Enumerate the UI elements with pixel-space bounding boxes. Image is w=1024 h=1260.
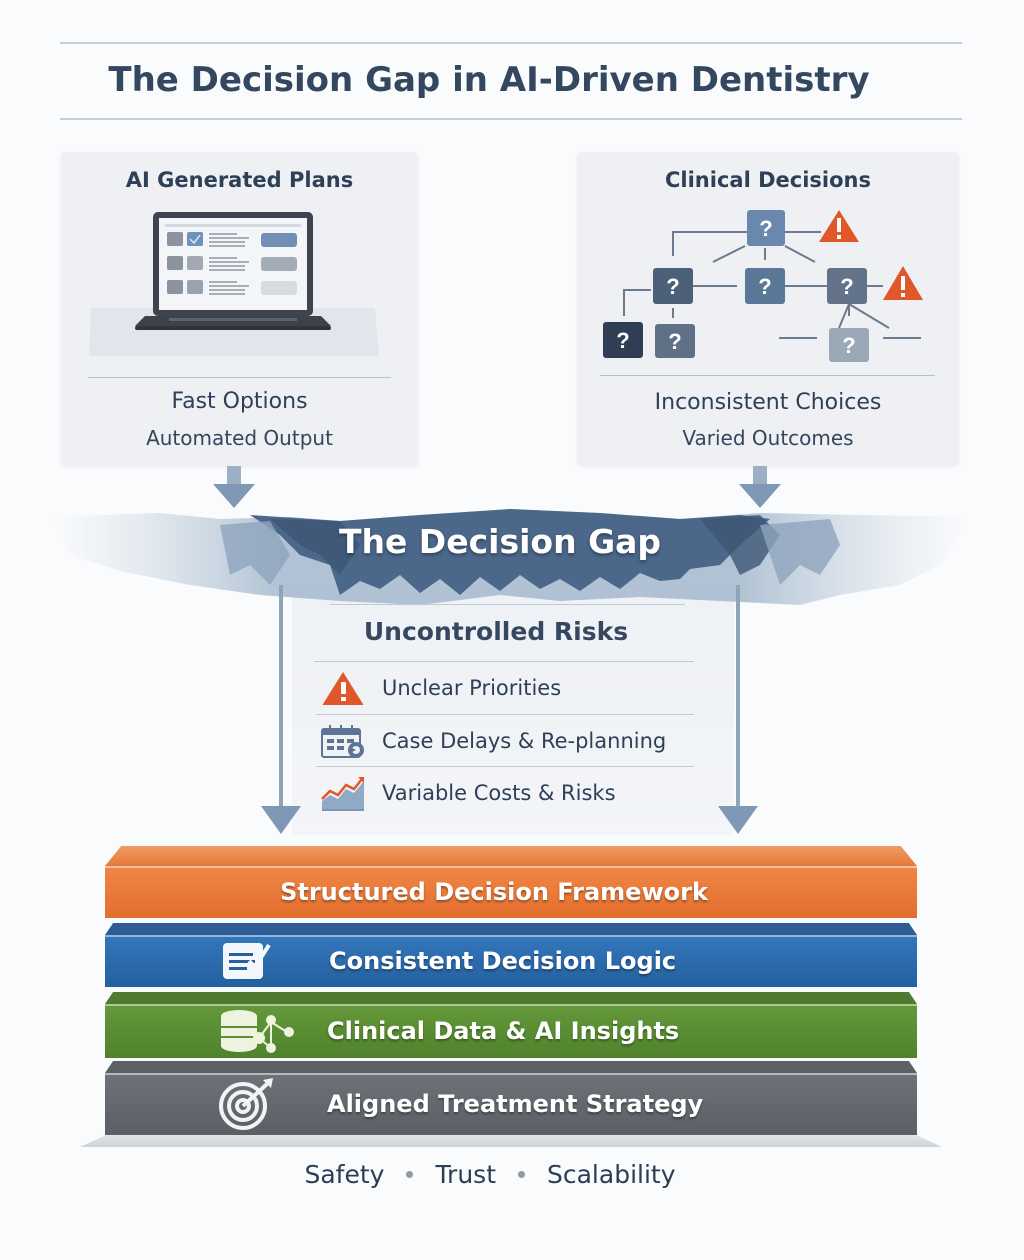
card-divider — [600, 375, 935, 376]
right-flow-line — [736, 585, 740, 810]
risk-label: Unclear Priorities — [382, 676, 562, 700]
rising-chart-icon — [320, 775, 366, 811]
svg-text:?: ? — [759, 216, 772, 241]
values-footer: Safety Trust Scalability — [300, 1160, 680, 1189]
layer-label: Clinical Data & AI Insights — [327, 1017, 680, 1045]
card-heading: Fast Options — [171, 389, 308, 414]
risk-label: Variable Costs & Risks — [382, 781, 616, 805]
svg-text:?: ? — [842, 333, 855, 358]
warning-icon — [320, 670, 366, 706]
layer-consistent-decision-logic: Consistent Decision Logic — [105, 923, 917, 987]
layer-label: Consistent Decision Logic — [329, 947, 677, 975]
risks-top-divider — [330, 604, 685, 605]
page-title: The Decision Gap in AI-Driven Dentistry — [108, 60, 870, 100]
bullet-separator — [518, 1171, 525, 1178]
svg-text:?: ? — [666, 274, 679, 299]
svg-text:?: ? — [840, 274, 853, 299]
layer-label: Structured Decision Framework — [280, 878, 708, 906]
database-network-icon — [215, 1008, 305, 1054]
svg-text:?: ? — [758, 274, 771, 299]
title-underline — [60, 118, 962, 120]
card-subheading: Automated Output — [146, 426, 333, 450]
layer-label: Aligned Treatment Strategy — [327, 1090, 704, 1118]
risk-label: Case Delays & Re-planning — [382, 729, 667, 753]
footer-item-scalability: Scalability — [547, 1160, 676, 1189]
calendar-refresh-icon — [320, 723, 366, 759]
card-title: Clinical Decisions — [665, 168, 871, 192]
ai-generated-plans-card: AI Generated Plans — [61, 152, 418, 466]
risk-item-variable-costs: Variable Costs & Risks — [320, 771, 700, 815]
risk-item-unclear-priorities: Unclear Priorities — [320, 666, 700, 710]
checklist-icon — [217, 938, 279, 984]
svg-text:?: ? — [668, 329, 681, 354]
bullet-separator — [406, 1171, 414, 1178]
layer-aligned-treatment-strategy: Aligned Treatment Strategy — [105, 1061, 917, 1135]
target-icon — [217, 1076, 279, 1132]
laptop-plans-icon — [85, 208, 385, 368]
arrow-down-icon — [737, 466, 783, 514]
risks-divider — [314, 661, 694, 662]
layer-structured-decision-framework: Structured Decision Framework — [105, 846, 917, 918]
uncontrolled-risks-panel — [292, 590, 734, 835]
risks-divider — [316, 766, 694, 767]
card-subheading: Varied Outcomes — [682, 426, 854, 450]
risks-divider — [316, 714, 694, 715]
arrow-down-icon — [211, 466, 257, 514]
top-rule — [60, 42, 962, 44]
risk-item-case-delays: Case Delays & Re-planning — [320, 719, 700, 763]
left-flow-line — [279, 585, 283, 810]
risks-title: Uncontrolled Risks — [363, 617, 629, 646]
decision-gap-chasm — [40, 505, 984, 615]
svg-text:?: ? — [616, 328, 629, 353]
footer-item-trust: Trust — [435, 1160, 496, 1189]
decision-tree-icon: ? ? ? ? ? ? ? — [597, 204, 937, 364]
stack-base — [80, 1135, 942, 1147]
card-divider — [88, 377, 391, 378]
card-title: AI Generated Plans — [125, 168, 354, 192]
layer-clinical-data-ai-insights: Clinical Data & AI Insights — [105, 992, 917, 1058]
decision-gap-label: The Decision Gap — [338, 522, 662, 561]
arrow-down-icon — [261, 806, 301, 840]
card-heading: Inconsistent Choices — [654, 390, 882, 415]
arrow-down-icon — [718, 806, 758, 840]
footer-item-safety: Safety — [304, 1160, 385, 1189]
clinical-decisions-card: Clinical Decisions ? — [577, 152, 959, 466]
